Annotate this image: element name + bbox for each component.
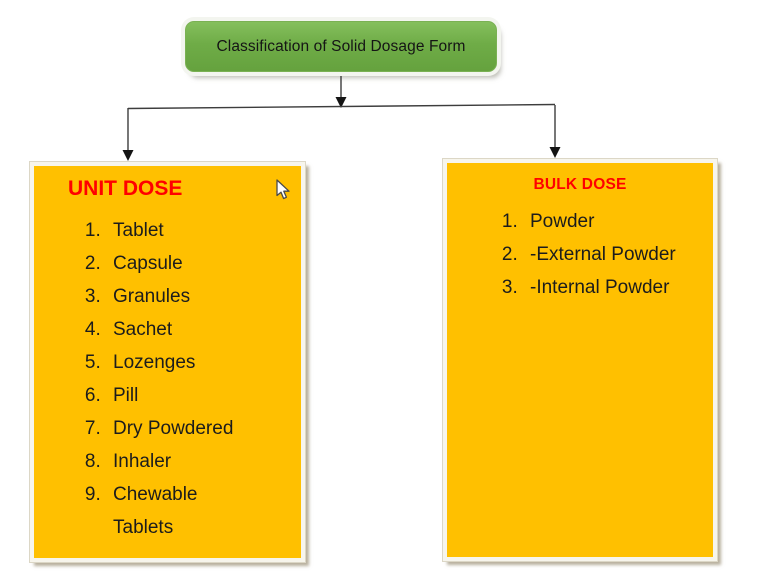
title-box[interactable]: Classification of Solid Dosage Form [185, 21, 497, 72]
arrowhead-left [122, 150, 134, 161]
list-item: Chewable Tablets [106, 478, 241, 544]
list-item: Inhaler [106, 445, 241, 478]
bulk-dose-list: Powder-External Powder-Internal Powder [447, 205, 708, 304]
list-item: Lozenges [106, 346, 241, 379]
list-item: Pill [106, 379, 241, 412]
arrowhead-center [335, 97, 347, 108]
list-item: Tablet [106, 214, 241, 247]
bulk-dose-box[interactable]: BULK DOSE Powder-External Powder-Interna… [443, 159, 717, 561]
arrowhead-right [549, 147, 561, 158]
list-item: Capsule [106, 247, 241, 280]
list-item: -External Powder [523, 238, 708, 271]
unit-dose-heading: UNIT DOSE [68, 177, 183, 200]
diagram-title: Classification of Solid Dosage Form [216, 37, 466, 55]
unit-dose-list: TabletCapsuleGranulesSachetLozengesPillD… [34, 214, 241, 544]
unit-dose-box[interactable]: UNIT DOSE TabletCapsuleGranulesSachetLoz… [30, 162, 305, 562]
bulk-dose-heading: BULK DOSE [533, 176, 627, 193]
list-item: Granules [106, 280, 241, 313]
list-item: Powder [523, 205, 708, 238]
connector-cross-line [127, 103, 556, 110]
list-item: Dry Powdered [106, 412, 241, 445]
list-item: Sachet [106, 313, 241, 346]
list-item: -Internal Powder [523, 271, 708, 304]
